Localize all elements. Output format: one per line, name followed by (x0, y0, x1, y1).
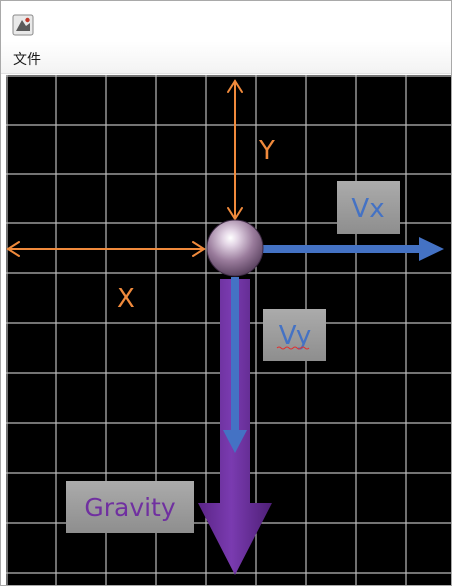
vy-label: Vy (279, 321, 311, 351)
y-measure-arrow (227, 79, 243, 221)
menu-item-file[interactable]: 文件 (13, 52, 41, 68)
sphere-ball-icon[interactable] (206, 219, 264, 277)
x-measure-arrow (6, 241, 206, 257)
vy-arrow (223, 277, 247, 453)
app-window-icon[interactable] (12, 14, 34, 36)
vx-label: Vx (351, 194, 384, 224)
simulation-canvas[interactable]: Y X Vx Vy Gravity (6, 75, 451, 585)
title-bar (1, 1, 451, 41)
gravity-label: Gravity (84, 493, 176, 522)
vy-label-box: Vy (263, 309, 326, 361)
gravity-label-box: Gravity (66, 481, 194, 533)
y-axis-label: Y (258, 136, 275, 166)
physics-diagram: Y X Vx Vy Gravity (6, 75, 451, 585)
vx-arrow (261, 237, 444, 261)
spellcheck-underline (276, 346, 310, 350)
vx-label-box: Vx (337, 181, 400, 234)
x-axis-label: X (117, 284, 135, 314)
menu-bar: 文件 (1, 41, 451, 74)
